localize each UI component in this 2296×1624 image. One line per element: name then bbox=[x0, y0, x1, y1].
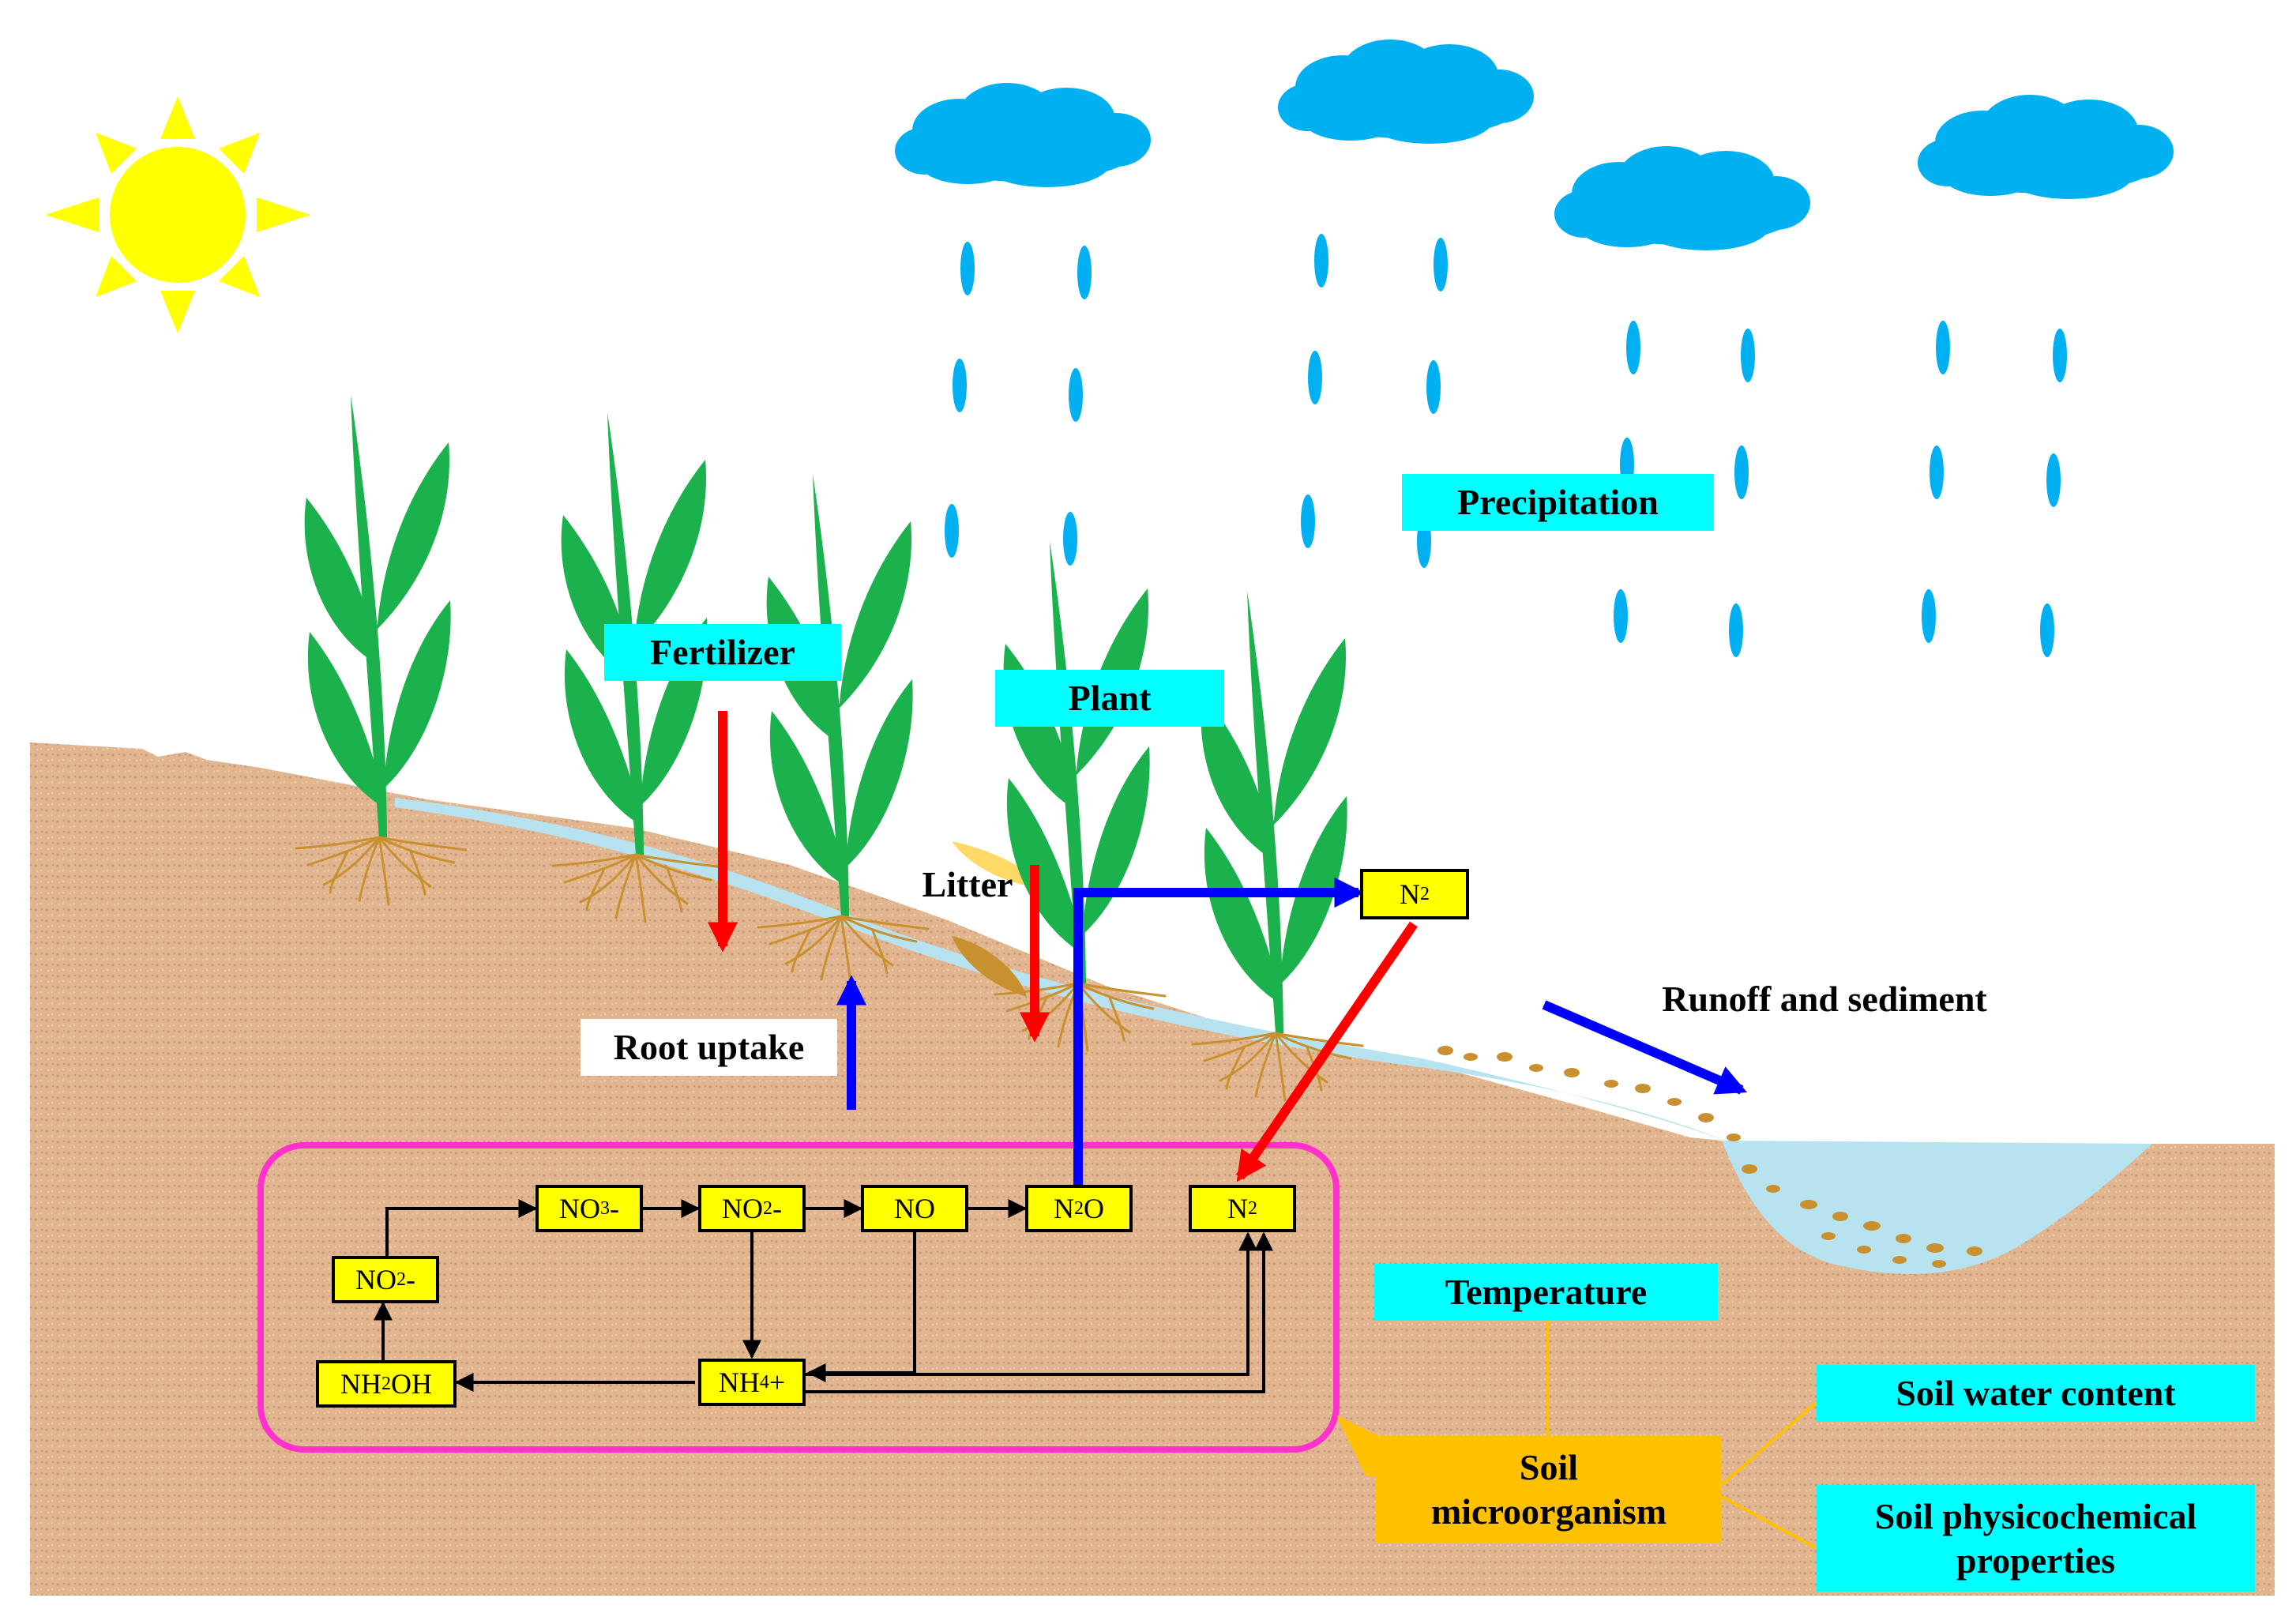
cloud-icon bbox=[1554, 146, 1810, 250]
fertilizer-label: Fertilizer bbox=[604, 624, 841, 681]
chem-symbol: N bbox=[1400, 878, 1420, 910]
chem-symbol: NO bbox=[722, 1193, 763, 1224]
litter-label: Litter bbox=[922, 864, 1013, 905]
nitrogen-cycle-arrows bbox=[374, 1199, 1273, 1393]
factor-connectors bbox=[1546, 1321, 1818, 1550]
sun-icon bbox=[45, 96, 310, 333]
litter-leaf-icon bbox=[952, 936, 1027, 997]
litter-leaf-icon bbox=[952, 841, 1043, 889]
soil-physicochemical-label: Soil physicochemical properties bbox=[1817, 1485, 2255, 1592]
sediment-particles bbox=[1437, 1046, 1982, 1268]
microorganism-pointer bbox=[1336, 1415, 1382, 1477]
temperature-label: Temperature bbox=[1374, 1264, 1718, 1321]
cloud-icon bbox=[1918, 95, 2174, 199]
runoff-arrow bbox=[1542, 1000, 1748, 1095]
chem-symbol: N bbox=[1054, 1193, 1074, 1224]
chem-symbol: NH bbox=[718, 1366, 760, 1398]
soil-water-content-label: Soil water content bbox=[1817, 1365, 2255, 1422]
runoff-label: Runoff and sediment bbox=[1662, 979, 1987, 1020]
chem-symbol: N bbox=[1227, 1193, 1248, 1224]
pond bbox=[1722, 1141, 2152, 1274]
chem-suffix: - bbox=[406, 1264, 415, 1295]
soil-microorganism-label: Soil microorganism bbox=[1376, 1436, 1722, 1543]
cloud-icon bbox=[895, 83, 1151, 187]
chem-symbol: NO bbox=[355, 1264, 396, 1295]
chem-suffix: OH bbox=[391, 1368, 432, 1400]
n2o-emission-arrow bbox=[1073, 877, 1365, 1186]
plant-label: Plant bbox=[995, 670, 1224, 727]
n2-fixation-arrow bbox=[1236, 921, 1418, 1182]
cloud-icon bbox=[1278, 39, 1534, 144]
chem-symbol: NH bbox=[340, 1368, 381, 1400]
nitrogen-cycle-frame bbox=[257, 1142, 1340, 1453]
no-box: NO bbox=[861, 1185, 968, 1232]
chem-suffix: - bbox=[610, 1193, 619, 1224]
chem-suffix: O bbox=[1084, 1193, 1104, 1224]
root-uptake-label: Root uptake bbox=[581, 1019, 837, 1076]
chem-symbol: NO bbox=[559, 1193, 600, 1224]
precipitation-label: Precipitation bbox=[1402, 474, 1714, 531]
chem-suffix: + bbox=[768, 1366, 786, 1398]
raindrops bbox=[945, 234, 2067, 657]
chem-suffix: - bbox=[772, 1193, 782, 1224]
chem-symbol: NO bbox=[894, 1193, 935, 1224]
